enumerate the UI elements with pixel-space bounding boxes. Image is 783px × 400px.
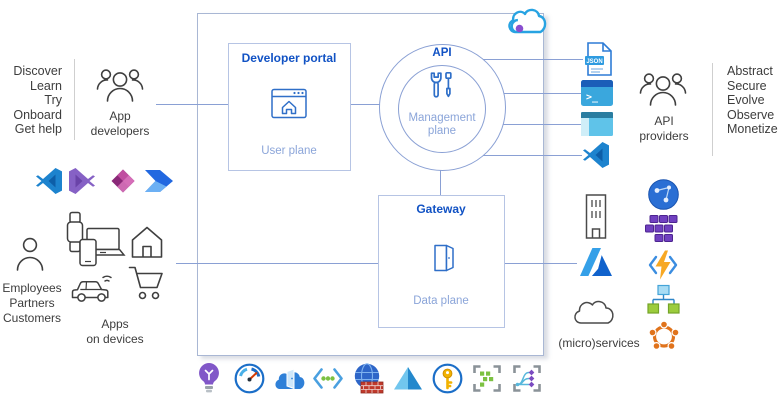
capability-monetize: Monetize [727,122,778,137]
audience-label: Employees Partners Customers [2,281,62,325]
terminal-prompt-text: >_ [586,92,599,103]
line-api-to-json [442,59,583,60]
capability-evolve: Evolve [727,93,765,108]
open-door-icon [425,242,455,274]
vs-code-icon [34,166,64,196]
line-api-to-window [442,124,581,125]
deployment-blocks-icon [472,364,502,393]
developer-portal-title: Developer portal [241,51,337,65]
service-hub-ring-icon [648,320,680,352]
consumer-actions-list: Discover Learn Try Onboard Get help [4,64,62,137]
json-badge-text: JSON [586,59,602,65]
app-developers-label: App developers [90,109,150,138]
terminal-icon: >_ [580,79,614,107]
management-plane-label: Management plane [408,112,476,137]
logic-workflow-icon [647,284,680,317]
devices-label: Apps on devices [86,317,144,346]
action-learn: Learn [30,78,62,93]
idea-bulb-icon [196,362,222,394]
globe-firewall-icon [352,363,384,394]
developer-portal-box [228,43,351,171]
microservices-label: (micro)services [558,336,640,350]
cloud-outline-icon [571,296,618,327]
action-onboard: Onboard [13,107,62,122]
apim-boundary-box [197,13,544,356]
provider-capabilities-list: Abstract Secure Evolve Observe Monetize [727,64,783,137]
power-automate-icon [143,166,175,196]
json-file-icon: JSON [583,42,613,76]
action-try: Try [44,93,62,108]
api-management-cloud-icon [504,2,548,39]
phone-icon [78,238,98,267]
right-divider [712,63,713,156]
vs-code-icon-right [581,140,611,170]
capability-secure: Secure [727,78,767,93]
smartwatch-icon [63,211,87,253]
power-apps-icon [108,166,138,196]
data-flow-icon [512,364,542,393]
office-building-icon [582,193,610,240]
capability-observe: Observe [727,107,775,122]
api-inner-circle [398,65,486,153]
left-divider [74,59,75,140]
self-hosted-gateway-cloud-icon [272,364,305,393]
api-providers-label: API providers [639,114,689,143]
app-window-icon [580,111,614,137]
visual-studio-icon [67,166,97,196]
capability-abstract: Abstract [727,64,773,78]
gateway-box [378,195,505,328]
line-devices-gateway-backends [176,263,577,264]
azure-functions-icon [647,249,679,281]
service-fabric-cubes-icon [645,214,681,243]
api-title: API [432,47,452,59]
house-icon [129,225,165,259]
shopping-cart-icon [128,264,164,302]
gateway-title: Gateway [416,202,466,216]
data-plane-label: Data plane [413,295,469,307]
action-get-help: Get help [14,122,62,137]
web-app-globe-icon [647,178,680,211]
line-api-to-terminal [442,93,581,94]
line-api-to-vscode [442,155,582,156]
person-icon [16,236,44,272]
api-code-brackets-icon [312,365,344,392]
security-key-icon [432,363,463,394]
tools-icon [427,70,455,104]
pyramid-icon [393,365,423,392]
performance-gauge-icon [234,363,265,394]
api-providers-icon [639,70,687,108]
app-developers-icon [96,66,144,104]
user-plane-label: User plane [261,145,317,157]
azure-icon [579,246,613,278]
connected-car-icon [70,270,114,303]
action-discover: Discover [13,64,62,78]
browser-home-icon [271,88,307,119]
